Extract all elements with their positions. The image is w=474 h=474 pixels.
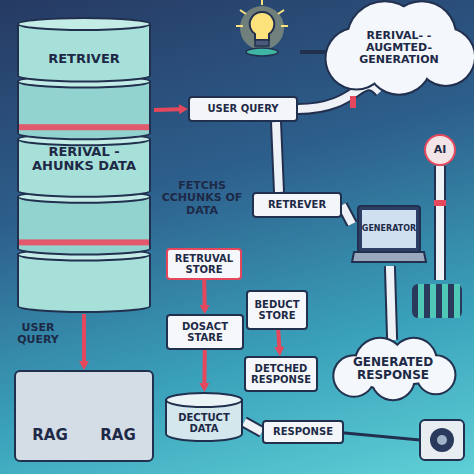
- pipe-connector: [342, 205, 352, 224]
- annotation-label: USER QUERY: [6, 322, 70, 347]
- node-text: RESPONSE: [273, 426, 333, 437]
- title-cloud: RERIVAL- -AUGMTED- GENERATION: [328, 4, 470, 92]
- process-box: RETRUVAL STORE: [166, 248, 242, 280]
- data-stack: RETRIVER RERIVAL -AHUNKS DATA: [14, 14, 154, 314]
- lightbulb-icon: [236, 0, 288, 56]
- node-text: RERIVAL- -AUGMTED- GENERATION: [346, 30, 452, 67]
- pipe-connector: [390, 266, 392, 340]
- arrow-head: [79, 361, 89, 370]
- arrow-connector: [274, 330, 284, 356]
- output-cloud: GENERATED RESPONSE: [328, 340, 458, 398]
- laptop-node: GENERATOR: [352, 206, 426, 266]
- speaker-icon: [334, 420, 464, 460]
- pipe-connector: [276, 122, 279, 192]
- node-text: DETCHED RESPONSE: [248, 363, 314, 385]
- process-box: DETCHED RESPONSE: [244, 356, 318, 392]
- arrow-head: [274, 347, 284, 356]
- arrow-connector: [200, 280, 210, 314]
- node-text: RAG: [100, 427, 135, 444]
- annotation-label: FETCHS CCHUNKS OF DATA: [156, 180, 248, 217]
- rag-box: RAG RAG: [14, 370, 154, 462]
- pipe-label: USER QUERY: [188, 96, 298, 122]
- arrow-connector: [79, 314, 89, 370]
- process-box: BEDUCT STORE: [246, 290, 308, 330]
- node-text: AI: [434, 144, 447, 156]
- node-text: RETREVER: [268, 199, 326, 210]
- database-cylinder: DECTUCT DATA: [164, 392, 244, 442]
- ai-badge: AI: [424, 134, 456, 166]
- node-text: RETRUVAL STORE: [170, 253, 238, 275]
- node-text: GENERATOR: [362, 225, 416, 234]
- node-text: GENERATED RESPONSE: [344, 356, 442, 383]
- node-text: RAG: [32, 427, 67, 444]
- coil-symbol: [412, 284, 462, 318]
- pipe-connector: [244, 422, 262, 432]
- node-text: BEDUCT STORE: [250, 299, 304, 321]
- arrow-connector: [199, 350, 209, 392]
- arrow-connector: [154, 104, 188, 114]
- node-outline: [352, 206, 426, 266]
- node-text: DECTUCT DATA: [168, 412, 240, 434]
- node-text: RERIVAL -AHUNKS DATA: [28, 145, 140, 174]
- pipe-label: RESPONSE: [262, 420, 344, 444]
- arrow-head: [199, 383, 209, 392]
- node-text: USER QUERY: [207, 103, 278, 114]
- arrow-head: [200, 305, 210, 314]
- node-text: RETRIVER: [48, 52, 120, 67]
- node-text: DOSACT STARE: [170, 321, 240, 343]
- arrow-head: [179, 104, 188, 114]
- pipe-label: RETREVER: [252, 192, 342, 218]
- process-box: DOSACT STARE: [166, 314, 244, 350]
